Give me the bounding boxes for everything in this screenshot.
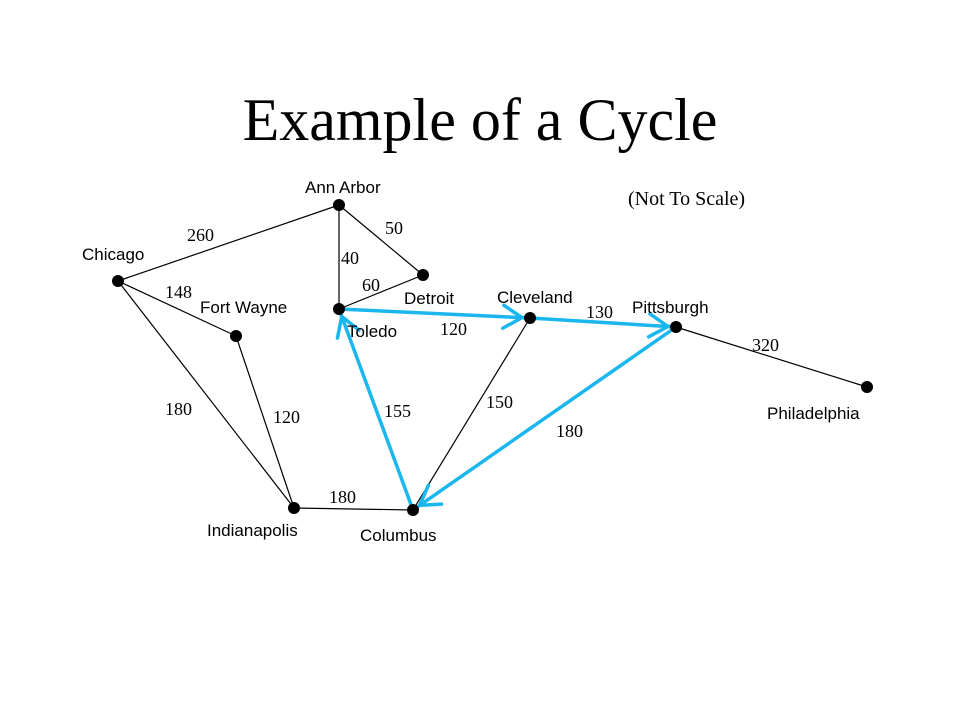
cycle-arrowhead-columbus [417,483,444,508]
node-pittsburgh [670,321,682,333]
cycle-edge-pittsburgh-columbus [411,325,678,512]
cycle-arrowhead-toledo [335,314,361,340]
edge-weight-toledo-cleveland: 120 [440,319,467,339]
cycle-arrowhead-cleveland [500,303,524,330]
edge-chicago-ann-arbor [117,204,340,282]
edge-weight-pittsburgh-columbus: 180 [556,421,583,441]
city-label-philadelphia: Philadelphia [767,404,860,423]
cycle-arrowhead-pittsburgh [646,312,670,339]
node-chicago [112,275,124,287]
city-label-ann-arbor: Ann Arbor [305,178,381,197]
edge-weight-fort-wayne-indianapolis: 120 [273,407,300,427]
edge-weight-columbus-toledo: 155 [384,401,411,421]
edge-indianapolis-columbus [293,507,414,511]
city-label-cleveland: Cleveland [497,288,573,307]
edges-layer [117,204,868,511]
edge-weight-columbus-cleveland: 150 [486,392,513,412]
node-ann-arbor [333,199,345,211]
edge-columbus-cleveland [412,317,531,511]
node-fort-wayne [230,330,242,342]
edge-weight-chicago-indianapolis: 180 [165,399,192,419]
node-detroit [417,269,429,281]
city-label-fort-wayne: Fort Wayne [200,298,287,317]
edge-weight-pittsburgh-philadelphia: 320 [752,335,779,355]
slide-title: Example of a Cycle [242,87,718,153]
not-to-scale-note: (Not To Scale) [628,188,745,210]
edge-weight-chicago-fort-wayne: 148 [165,282,192,302]
city-label-indianapolis: Indianapolis [207,521,298,540]
cycle-edge-cleveland-pittsburgh [528,316,678,329]
city-label-chicago: Chicago [82,245,144,264]
city-label-toledo: Toledo [347,322,397,341]
edge-weight-toledo-detroit: 60 [362,275,380,295]
node-indianapolis [288,502,300,514]
edge-weight-cleveland-pittsburgh: 130 [586,302,613,322]
cycle-highlight-layer [335,303,678,512]
edge-weight-indianapolis-columbus: 180 [329,487,356,507]
edge-chicago-fort-wayne [117,280,237,337]
city-label-detroit: Detroit [404,289,454,308]
edge-pittsburgh-philadelphia [675,326,868,388]
city-label-pittsburgh: Pittsburgh [632,298,709,317]
edge-ann-arbor-detroit [338,204,424,276]
cycle-edge-columbus-toledo [337,307,415,512]
nodes-layer [112,199,873,516]
edge-toledo-detroit [338,274,424,310]
edge-weight-ann-arbor-detroit: 50 [385,218,403,238]
node-philadelphia [861,381,873,393]
edge-weight-chicago-ann-arbor: 260 [187,225,214,245]
edge-chicago-indianapolis [117,280,295,509]
node-columbus [407,504,419,516]
edge-weight-ann-arbor-toledo: 40 [341,248,359,268]
edge-fort-wayne-indianapolis [235,335,295,509]
node-toledo [333,303,345,315]
city-label-columbus: Columbus [360,526,437,545]
node-cleveland [524,312,536,324]
cycle-edge-toledo-cleveland [337,307,532,320]
